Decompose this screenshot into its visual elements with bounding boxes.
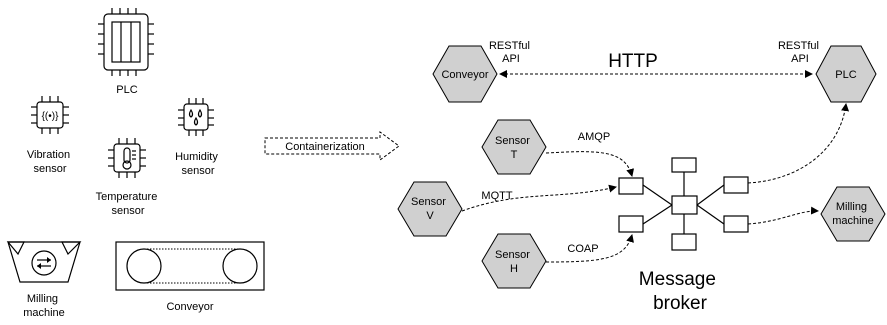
http-label: HTTP — [608, 51, 658, 72]
coap-label: COAP — [567, 243, 598, 255]
milling-machine-device-label: Milling machine — [23, 293, 65, 319]
temperature-sensor-label: Temperature sensor — [96, 191, 161, 217]
humidity-sensor-icon — [178, 98, 214, 136]
plc-service-label: PLC — [835, 69, 856, 81]
sensor-h-label: Sensor H — [495, 249, 533, 275]
temperature-sensor-icon — [108, 138, 146, 178]
plc-service-node — [815, 45, 877, 103]
broker-node-bottom — [671, 233, 697, 251]
broker-node-milling — [723, 215, 749, 233]
plc-icon — [98, 8, 154, 76]
conveyor-service-label: Conveyor — [441, 69, 488, 81]
sensor-h-node — [481, 233, 547, 289]
sensor-v-node — [397, 181, 463, 237]
plc-device-label: PLC — [116, 84, 137, 96]
broker-node-top — [671, 157, 697, 173]
broker-node-center — [671, 195, 698, 215]
sensor-t-node — [481, 119, 547, 175]
restful-api-right-label: RESTful API — [778, 40, 822, 65]
milling-machine-service-label: Milling machine — [832, 201, 874, 227]
vibration-sensor-label: Vibration sensor — [27, 149, 73, 175]
humidity-sensor-label: Humidity sensor — [175, 151, 221, 177]
svg-text:{(•)}: {(•)} — [42, 111, 60, 122]
message-broker-label: Message broker — [639, 269, 721, 314]
vibration-sensor-icon: {(•)} — [31, 96, 69, 134]
conveyor-service-node — [432, 45, 498, 103]
coap-connection — [545, 234, 634, 263]
mqtt-label: MQTT — [481, 190, 512, 202]
containerization-label: Containerization — [285, 141, 365, 153]
broker-node-coap — [618, 215, 644, 233]
broker-to-milling-connection — [747, 206, 819, 225]
amqp-label: AMQP — [578, 131, 610, 143]
milling-machine-icon — [6, 241, 82, 283]
restful-api-left-label: RESTful API — [489, 40, 533, 65]
conveyor-device-label: Conveyor — [166, 301, 213, 313]
sensor-t-label: Sensor T — [495, 135, 533, 161]
broker-node-plc — [723, 176, 749, 194]
mqtt-connection — [461, 184, 617, 212]
containerization-arrow — [264, 131, 400, 161]
amqp-connection — [545, 151, 635, 177]
milling-machine-service-node — [820, 186, 886, 242]
broker-to-plc-connection — [747, 103, 850, 184]
message-broker — [618, 157, 749, 251]
conveyor-icon — [115, 241, 265, 291]
broker-node-amqp — [618, 177, 644, 195]
sensor-v-label: Sensor V — [411, 196, 449, 222]
